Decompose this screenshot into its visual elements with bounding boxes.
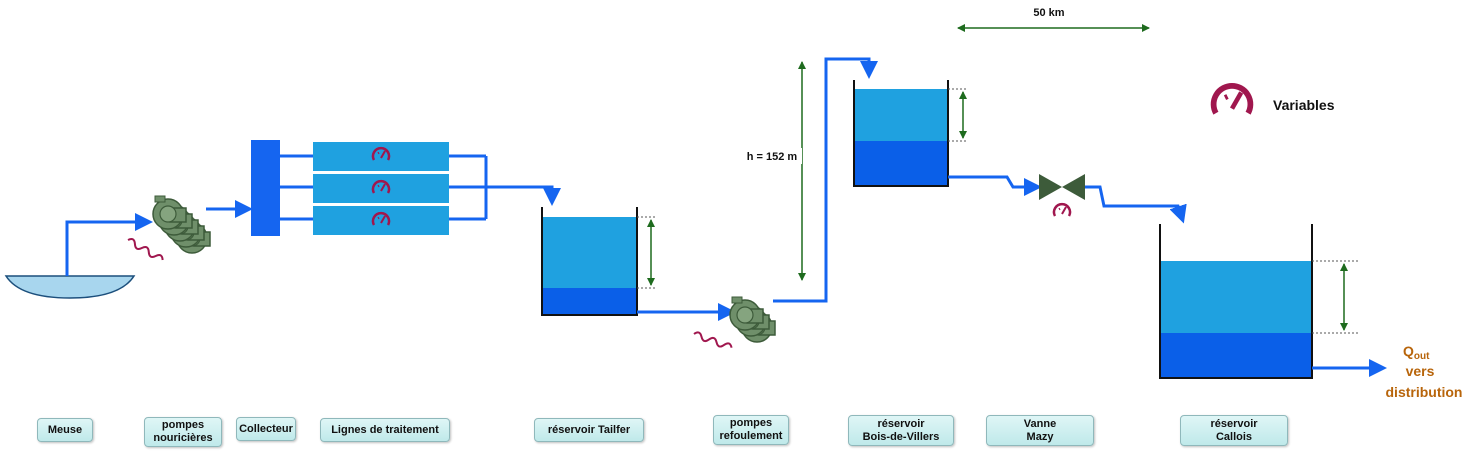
discharge-pumps-coil-icon xyxy=(691,330,734,352)
bdv-label-1: réservoir xyxy=(877,417,925,430)
pipe-to-tailfer xyxy=(486,185,561,206)
collecteur-button[interactable]: Collecteur xyxy=(236,417,296,441)
variables-label: Variables xyxy=(1273,97,1335,113)
collecteur-button-label: Collecteur xyxy=(239,422,293,435)
bdv-label-2: Bois-de-Villers xyxy=(862,430,940,443)
pompes-nouricieres-label-2: nouricières xyxy=(153,432,213,444)
refoulement-label-2: refoulement xyxy=(719,430,783,442)
vers-label: vers xyxy=(1406,363,1435,379)
reservoir-bois-de-villers xyxy=(853,80,967,187)
reservoir-tailfer xyxy=(541,207,656,316)
gauge-icon-valve[interactable] xyxy=(1052,202,1072,218)
collector xyxy=(251,140,280,236)
height-label: h = 152 m xyxy=(747,151,798,163)
tailfer-button-label: réservoir Tailfer xyxy=(547,423,631,436)
callois-label-1: réservoir xyxy=(1210,417,1258,430)
pipe-bois-de-villers-to-valve xyxy=(948,175,1042,196)
lignes-button-label: Lignes de traitement xyxy=(331,423,439,436)
pompes-nouricieres-button[interactable]: pompes nouricières xyxy=(144,417,222,447)
refoulement-label-1: pompes xyxy=(729,417,773,429)
vanne-label-2: Mazy xyxy=(1026,430,1054,443)
callois-label-2: Callois xyxy=(1215,430,1253,443)
reservoir-bois-de-villers-button[interactable]: réservoir Bois-de-Villers xyxy=(848,415,954,446)
vanne-label-1: Vanne xyxy=(1023,417,1057,430)
meuse-basin xyxy=(4,275,136,299)
pipe-valve-to-callois xyxy=(1085,185,1187,224)
valve-mazy xyxy=(1039,174,1085,200)
feed-pumps-coil-icon xyxy=(125,236,166,264)
meuse-button[interactable]: Meuse xyxy=(37,418,93,442)
reservoir-tailfer-button[interactable]: réservoir Tailfer xyxy=(534,418,644,442)
discharge-pumps xyxy=(729,296,776,343)
pipe-meuse-to-pumps xyxy=(65,213,153,276)
lignes-de-traitement-button[interactable]: Lignes de traitement xyxy=(320,418,450,442)
meuse-button-label: Meuse xyxy=(47,423,83,436)
treatment-line-2 xyxy=(313,174,449,203)
distribution-label: distribution xyxy=(1386,384,1463,400)
variables-gauge-icon[interactable] xyxy=(1214,86,1251,113)
distance-label: 50 km xyxy=(1033,7,1064,19)
pipe-pumps-to-bois-de-villers xyxy=(773,57,878,303)
q-out-label: Qout xyxy=(1403,343,1430,362)
reservoir-callois-button[interactable]: réservoir Callois xyxy=(1180,415,1288,446)
pompes-refoulement-button[interactable]: pompes refoulement xyxy=(713,415,789,445)
treatment-line-3 xyxy=(313,206,449,235)
reservoir-callois xyxy=(1159,224,1359,379)
pompes-nouricieres-label-1: pompes xyxy=(161,419,205,431)
feed-pumps xyxy=(152,195,211,254)
vanne-mazy-button[interactable]: Vanne Mazy xyxy=(986,415,1094,446)
